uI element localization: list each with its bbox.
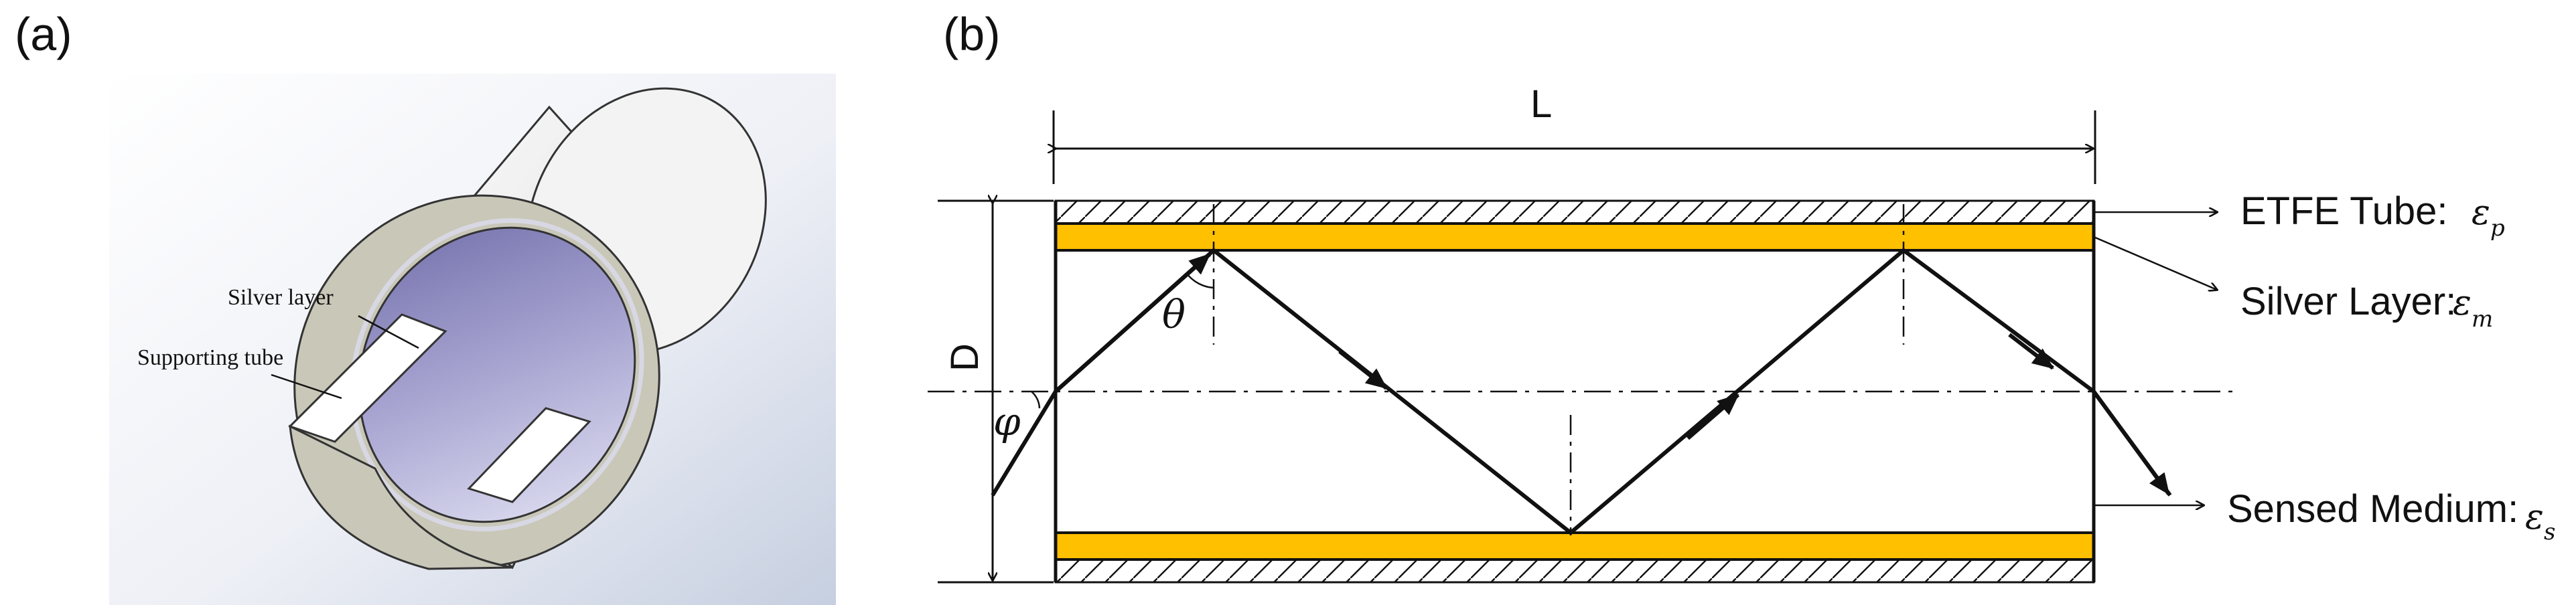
bottom-silver-layer <box>1054 531 2095 561</box>
top-etfe-wall <box>1054 199 2095 225</box>
medium-label: Sensed Medium: <box>2227 487 2518 531</box>
medium-subscript: s <box>2544 519 2555 545</box>
panel-b-label: (b) <box>943 8 1001 60</box>
silver-annotation: Silver Layer: ε m <box>2093 236 2493 333</box>
silver-epsilon: ε <box>2453 283 2472 323</box>
top-silver-layer <box>1054 222 2095 252</box>
silver-label: Silver Layer: <box>2240 280 2456 323</box>
length-label: L <box>1530 82 1552 126</box>
cutaway-left <box>288 313 447 443</box>
cutaway-front <box>289 424 513 570</box>
diameter-label: D <box>943 343 987 371</box>
center-axis <box>928 204 2240 535</box>
tube-illustration <box>288 87 767 570</box>
silver-layer-label: Silver layer <box>228 285 334 310</box>
cutaway-right <box>467 407 591 503</box>
phi-arc <box>1031 391 1041 409</box>
bottom-etfe-wall <box>1054 558 2095 584</box>
light-ray <box>991 248 2172 535</box>
etfe-subscript: p <box>2490 215 2505 242</box>
etfe-annotation: ETFE Tube: ε p <box>2095 189 2505 242</box>
panel-a: (a) Silver layer Supporting tube <box>15 8 836 605</box>
tube-cross-section <box>1054 199 2096 584</box>
silver-layer-leader <box>358 315 419 349</box>
length-dimension: L <box>1054 82 2096 184</box>
theta-symbol: θ <box>1162 292 1186 337</box>
panel-a-label: (a) <box>15 8 72 60</box>
tube-inner-bore <box>358 226 636 523</box>
supporting-tube-label: Supporting tube <box>137 345 283 370</box>
phi-symbol: φ <box>993 399 1021 444</box>
silver-subscript: m <box>2472 306 2493 333</box>
medium-annotation: Sensed Medium: ε s <box>2095 487 2555 545</box>
silver-layer-rim <box>350 218 644 532</box>
etfe-epsilon: ε <box>2472 193 2490 233</box>
supporting-tube-leader <box>271 373 342 400</box>
etfe-label: ETFE Tube: <box>2240 189 2447 233</box>
theta-arc <box>1186 273 1214 289</box>
medium-epsilon: ε <box>2525 497 2544 537</box>
panel-b: (b) L D <box>928 8 2555 584</box>
